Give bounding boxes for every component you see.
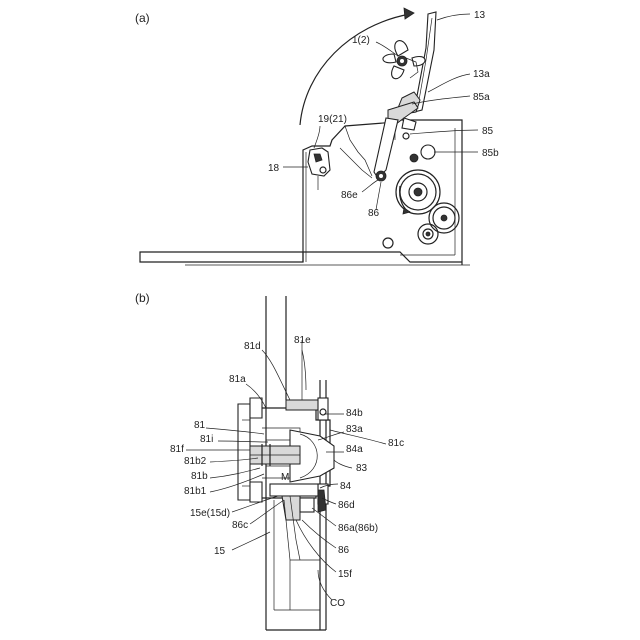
label-85b: 85b [482,148,499,159]
roller-85b [410,145,435,162]
lever-18 [308,148,330,190]
arm-85 [374,102,418,178]
label-81i: 81i [200,434,213,445]
label-83a: 83a [346,424,363,435]
label-81c: 81c [388,438,404,449]
labels-b: 81d 81e 81a 84b 81 83a 81i 81c 84a 81f 8… [170,335,404,609]
label-86a-86b: 86a(86b) [338,523,378,534]
label-86-a: 86 [368,208,380,219]
label-81: 81 [194,420,206,431]
label-15f: 15f [338,569,352,580]
lower-assembly [270,484,326,560]
label-81e: 81e [294,335,311,346]
figure-b-caption: (b) [135,291,150,305]
label-15: 15 [214,546,226,557]
fan-impeller [383,41,425,79]
label-84b: 84b [346,408,363,419]
label-86e: 86e [341,190,358,201]
label-19-21: 19(21) [318,114,347,125]
label-M: M [281,472,289,483]
label-86-b: 86 [338,545,350,556]
label-84: 84 [340,481,352,492]
base-plate [140,252,470,265]
figure-b: (b) [135,291,404,630]
label-85: 85 [482,126,494,137]
label-86c: 86c [232,520,248,531]
label-81b2: 81b2 [184,456,207,467]
label-85a: 85a [473,92,490,103]
label-15e-15d: 15e(15d) [190,508,230,519]
label-81b1: 81b1 [184,486,207,497]
figure-a: (a) [135,8,499,265]
label-83: 83 [356,463,368,474]
label-81b: 81b [191,471,208,482]
figure-a-caption: (a) [135,11,150,25]
pivot-86e [376,171,386,181]
label-81a: 81a [229,374,246,385]
label-13: 13 [474,10,486,21]
label-CO: CO [330,598,345,609]
label-81d: 81d [244,341,261,352]
label-84a: 84a [346,444,363,455]
label-18: 18 [268,163,280,174]
label-13a: 13a [473,69,490,80]
label-1-2: 1(2) [352,35,370,46]
label-86d: 86d [338,500,355,511]
shaft-83 [250,430,334,482]
label-81f: 81f [170,444,184,455]
